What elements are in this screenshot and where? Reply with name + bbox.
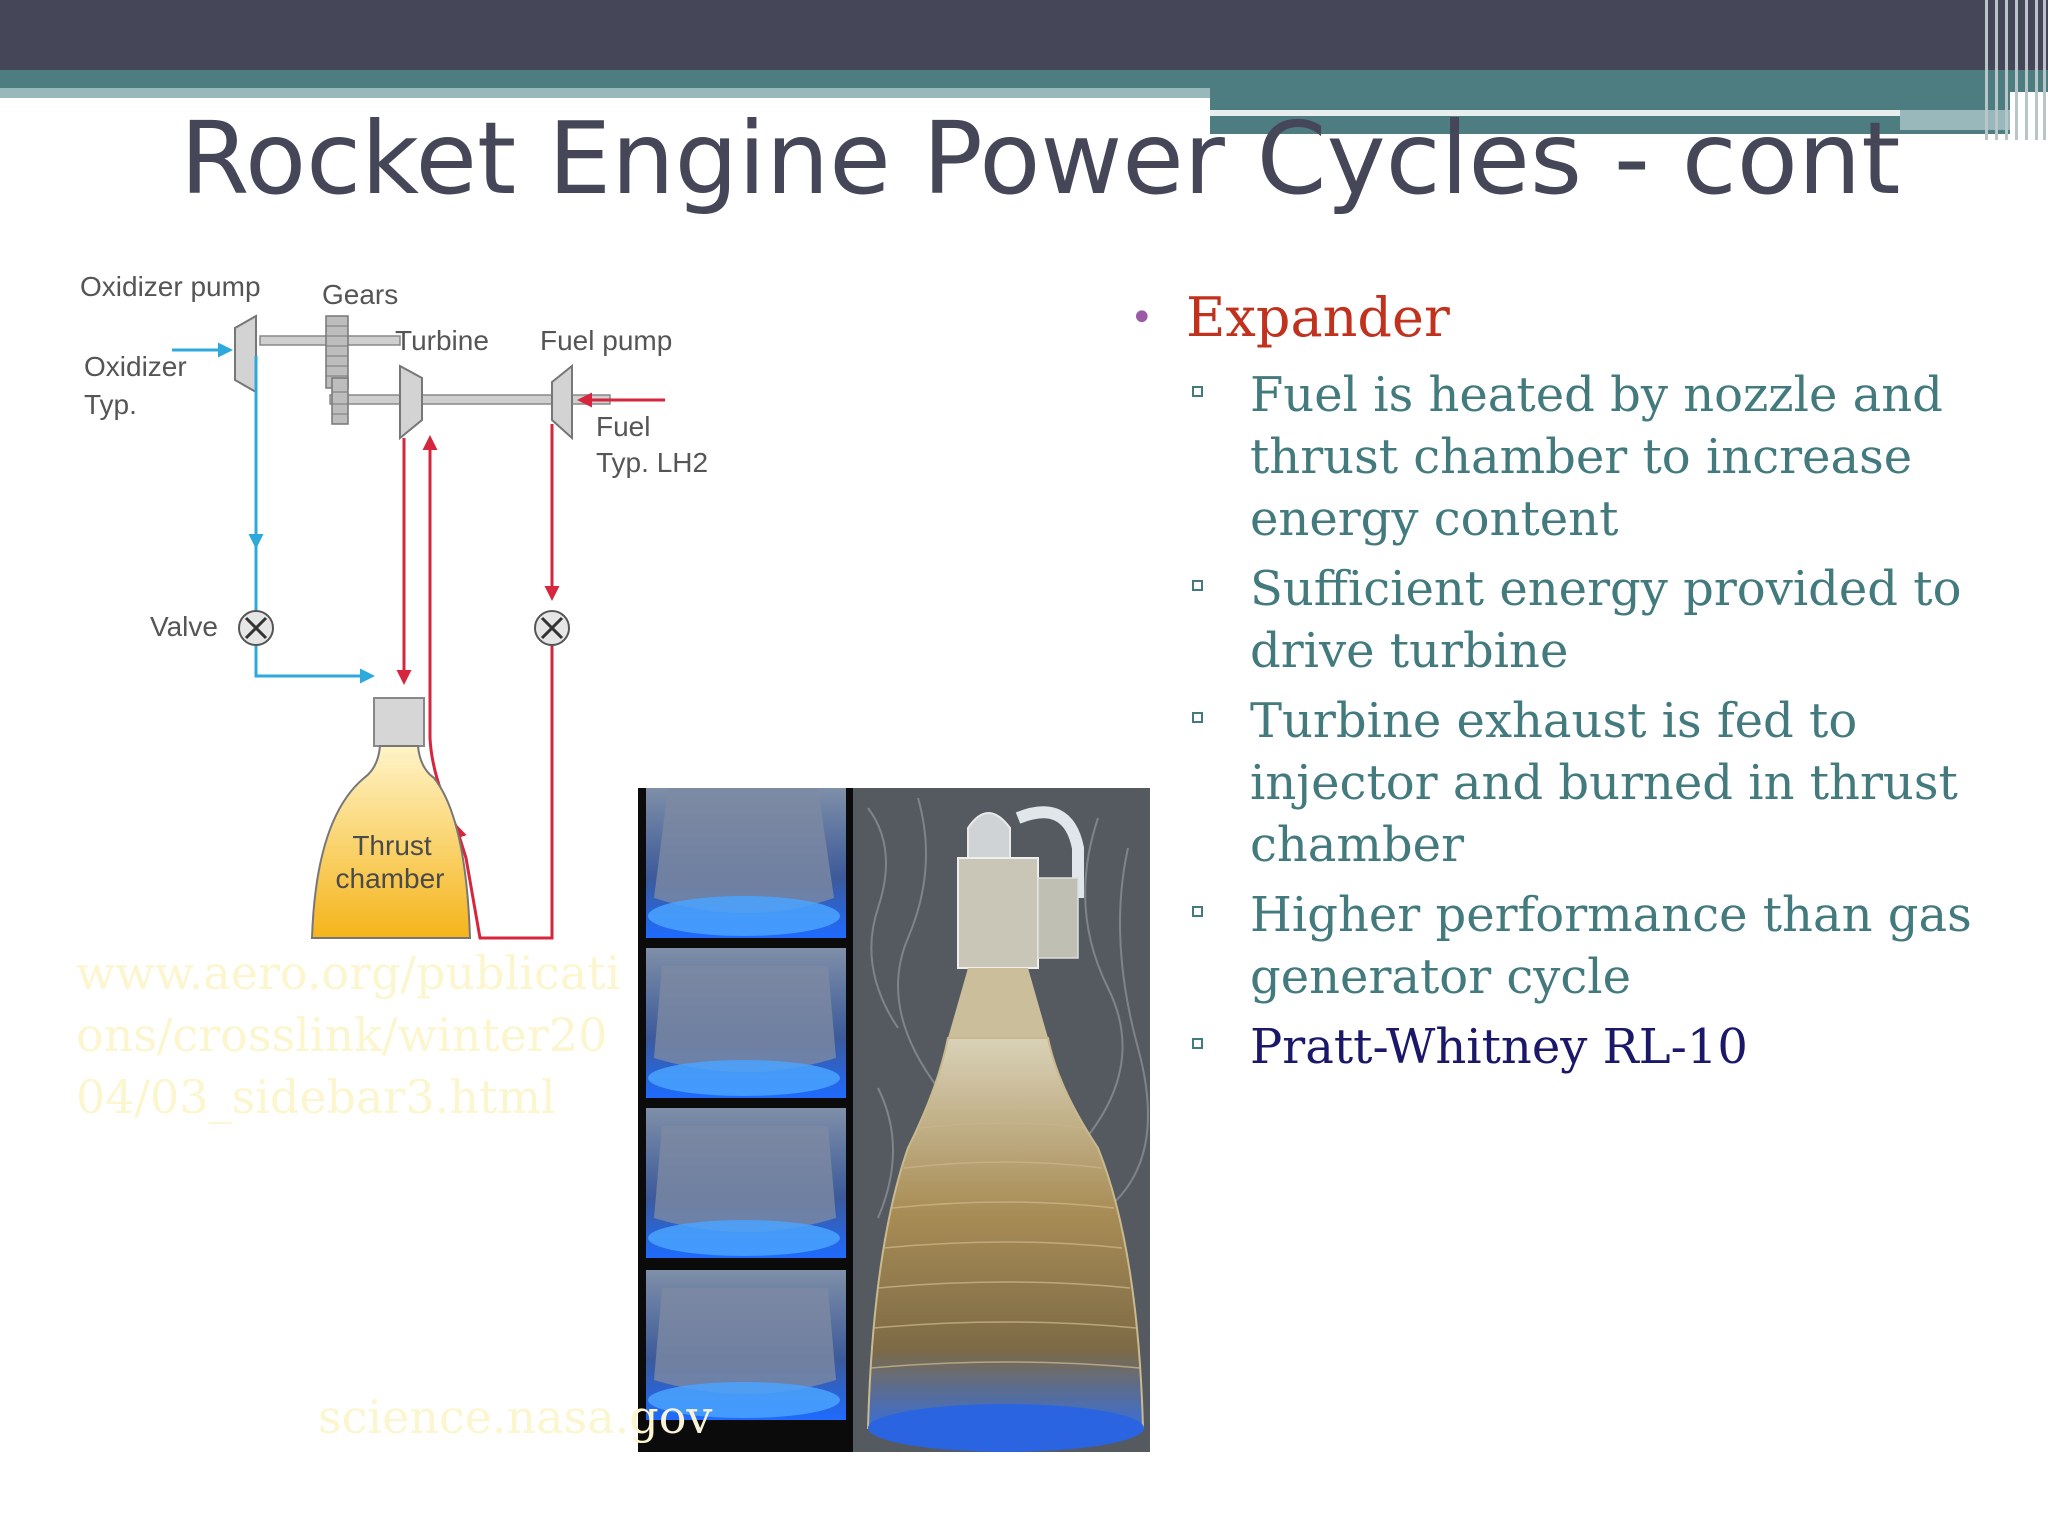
upper-gear bbox=[325, 315, 349, 389]
header-accent-stripe bbox=[0, 88, 1210, 98]
photo-source-visible: ov bbox=[658, 1390, 713, 1444]
photo-source-faint: science.nasa.g bbox=[318, 1390, 659, 1444]
sub-bullet-1: Fuel is heated by nozzle and thrust cham… bbox=[1120, 364, 2020, 550]
bullet-list: • Expander Fuel is heated by nozzle and t… bbox=[1120, 280, 2020, 1078]
sub-bullet-text: Pratt-Whitney RL-10 bbox=[1250, 1019, 1748, 1075]
label-gears: Gears bbox=[322, 279, 398, 310]
header-accent-bar bbox=[0, 70, 2048, 92]
label-fuel: Fuel bbox=[596, 411, 650, 442]
sub-bullet-5: Pratt-Whitney RL-10 bbox=[1120, 1016, 2020, 1078]
lower-gear bbox=[331, 377, 349, 425]
label-turbine: Turbine bbox=[395, 325, 489, 356]
header-bar bbox=[0, 0, 2048, 70]
photo-source-credit: science.nasa.gov bbox=[318, 1390, 712, 1444]
combustion-chamber bbox=[373, 697, 425, 747]
label-oxidizer-pump: Oxidizer pump bbox=[80, 271, 261, 302]
sub-bullet-text: Turbine exhaust is fed to injector and b… bbox=[1250, 693, 1958, 873]
label-valve: Valve bbox=[150, 611, 218, 642]
sub-bullet-4: Higher performance than gas generator cy… bbox=[1120, 884, 2020, 1008]
slide-title: Rocket Engine Power Cycles - cont bbox=[180, 100, 1901, 217]
header-stripes bbox=[1985, 0, 2048, 140]
test-firing-sequence bbox=[646, 788, 846, 1420]
sub-bullet-2: Sufficient energy provided to drive turb… bbox=[1120, 558, 2020, 682]
sub-bullet-text: Sufficient energy provided to drive turb… bbox=[1250, 561, 1962, 679]
turbine bbox=[399, 364, 423, 441]
rl10-engine-photo bbox=[638, 788, 1150, 1452]
oxidizer-pump bbox=[234, 314, 257, 394]
oxidizer-line-to-chamber bbox=[254, 642, 375, 684]
header-right-block-light bbox=[1900, 110, 2010, 130]
oxidizer-valve bbox=[238, 610, 274, 646]
square-bullet-icon bbox=[1192, 386, 1203, 397]
fuel-valve bbox=[534, 610, 570, 646]
label-fuel-pump: Fuel pump bbox=[540, 325, 672, 356]
label-thrust: Thrust bbox=[352, 830, 432, 861]
square-bullet-icon bbox=[1192, 712, 1203, 723]
label-chamber: chamber bbox=[336, 863, 445, 894]
square-bullet-icon bbox=[1192, 580, 1203, 591]
fuel-cooling-line bbox=[452, 642, 554, 940]
expander-cycle-diagram: Oxidizer pump Gears Turbine Fuel pump Ox… bbox=[80, 271, 708, 940]
bullet-expander-text: Expander bbox=[1186, 286, 1450, 349]
square-bullet-icon bbox=[1192, 1038, 1203, 1049]
label-oxidizer: Oxidizer bbox=[84, 351, 187, 382]
jacket-to-turbine-line bbox=[422, 435, 458, 827]
fuel-pump bbox=[551, 363, 573, 441]
diagram-source-credit: www.aero.org/publications/crosslink/wint… bbox=[76, 946, 621, 1124]
header-right-line bbox=[1210, 110, 1900, 116]
square-bullet-icon bbox=[1192, 906, 1203, 917]
sub-bullet-text: Higher performance than gas generator cy… bbox=[1250, 887, 1972, 1005]
sub-bullet-3: Turbine exhaust is fed to injector and b… bbox=[1120, 690, 2020, 876]
sub-bullet-text: Fuel is heated by nozzle and thrust cham… bbox=[1250, 367, 1943, 547]
bullet-dot-icon: • bbox=[1130, 295, 1154, 341]
rl10-engine bbox=[866, 806, 1145, 1452]
label-oxidizer-typ: Typ. bbox=[84, 389, 137, 420]
thrust-chamber-nozzle bbox=[310, 745, 472, 939]
label-fuel-typ: Typ. LH2 bbox=[596, 447, 708, 478]
bullet-expander: • Expander bbox=[1120, 280, 2020, 356]
